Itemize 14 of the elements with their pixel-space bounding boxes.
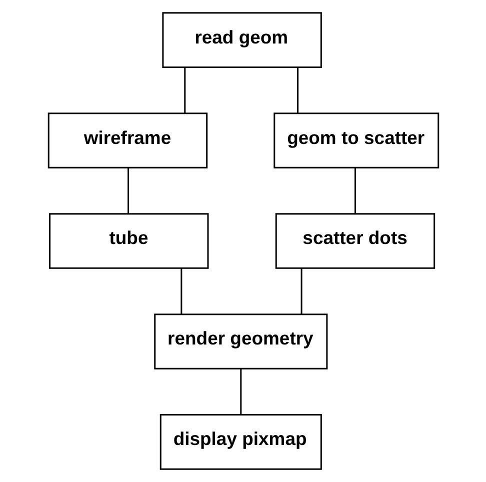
connector	[240, 368, 242, 415]
node-box: read geom	[162, 12, 322, 68]
node-box: tube	[48, 213, 208, 269]
connector	[127, 168, 129, 214]
connector	[296, 68, 298, 114]
connector	[184, 68, 186, 114]
node-box: scatter dots	[274, 213, 435, 269]
node-box: display pixmap	[159, 414, 322, 470]
node-box: geom to scatter	[273, 112, 439, 168]
node-box: wireframe	[47, 112, 208, 168]
connector	[354, 168, 356, 214]
connector	[180, 268, 182, 314]
node-box: render geometry	[154, 314, 328, 370]
connector	[300, 268, 302, 314]
